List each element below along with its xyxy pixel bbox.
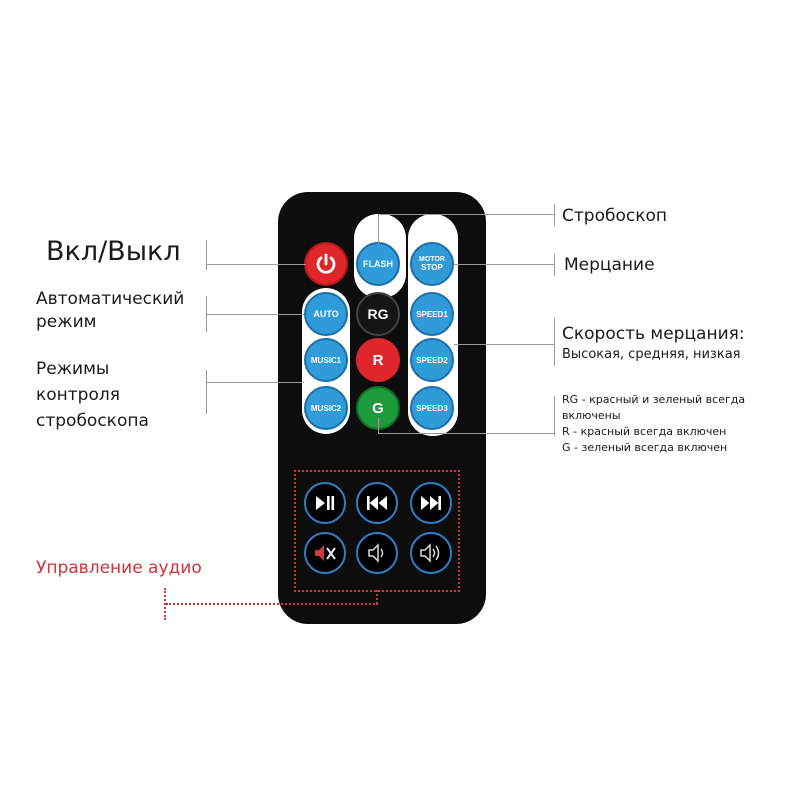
color-legend-rg-cont: включены <box>562 409 621 422</box>
volume-down-button[interactable] <box>356 532 398 574</box>
strobe-leader-v <box>378 214 379 244</box>
auto-mode-label-line2: режим <box>36 312 97 332</box>
strobe-modes-label: Режимы контроля стробоскопа <box>36 356 149 434</box>
speed3-button[interactable]: SPEED3 <box>410 386 454 430</box>
auto-mode-label-line1: Автоматический <box>36 289 185 309</box>
power-leader-tick <box>206 240 207 270</box>
g-button-label: G <box>372 399 384 417</box>
power-icon <box>316 253 336 274</box>
previous-track-icon <box>367 496 387 510</box>
motor-stop-button[interactable]: MOTOR STOP <box>410 242 454 286</box>
strobe-modes-label-line2: контроля <box>36 385 120 405</box>
audio-leader-h <box>166 603 378 605</box>
flash-button[interactable]: FLASH <box>356 242 400 286</box>
previous-track-button[interactable] <box>356 482 398 524</box>
speed1-button[interactable]: SPEED1 <box>410 292 454 336</box>
audio-leader-tick <box>164 588 166 620</box>
r-button-label: R <box>372 351 384 369</box>
mute-button[interactable] <box>304 532 346 574</box>
speed2-button[interactable]: SPEED2 <box>410 338 454 382</box>
strobe-leader-tick <box>554 204 555 226</box>
speed1-button-label: SPEED1 <box>416 309 448 319</box>
flicker-leader-h <box>454 264 554 265</box>
strobe-leader-h <box>378 214 554 215</box>
next-track-icon <box>421 496 441 510</box>
color-leader-tick <box>554 396 555 436</box>
speed-leader-h <box>454 344 554 345</box>
auto-mode-label: Автоматический режим <box>36 288 184 334</box>
strobe-modes-label-line1: Режимы <box>36 359 110 379</box>
power-button[interactable] <box>304 242 348 286</box>
volume-up-button[interactable] <box>410 532 452 574</box>
motor-stop-label-line1: MOTOR <box>419 256 445 263</box>
volume-down-icon <box>368 543 384 563</box>
music1-button-label: MUSIC1 <box>310 355 342 365</box>
auto-leader-h <box>206 314 304 315</box>
strobe-modes-label-line3: стробоскопа <box>36 411 149 431</box>
r-button[interactable]: R <box>356 338 400 382</box>
rg-button-label: RG <box>367 306 389 322</box>
speed-label-values: Высокая, средняя, низкая <box>562 347 741 362</box>
auto-leader-tick <box>206 296 207 332</box>
modes-leader-h <box>206 382 304 383</box>
speed-label: Скорость мерцания: Высокая, средняя, низ… <box>562 322 745 364</box>
mute-icon <box>315 545 336 561</box>
strobe-label: Стробоскоп <box>562 206 667 226</box>
color-legend: RG - красный и зеленый всегда включены R… <box>562 392 745 456</box>
audio-leader-v <box>376 590 378 604</box>
play-pause-button[interactable] <box>304 482 346 524</box>
speed-leader-tick <box>554 318 555 366</box>
auto-button-label: AUTO <box>313 308 339 319</box>
auto-button[interactable]: AUTO <box>304 292 348 336</box>
power-label: Вкл/Выкл <box>46 236 181 267</box>
flicker-leader-tick <box>554 254 555 276</box>
g-button[interactable]: G <box>356 386 400 430</box>
audio-control-label: Управление аудио <box>36 558 202 578</box>
rg-button[interactable]: RG <box>356 292 400 336</box>
music2-button[interactable]: MUSIC2 <box>304 386 348 430</box>
color-legend-rg: RG - красный и зеленый всегда <box>562 393 746 406</box>
color-legend-g: G - зеленый всегда включен <box>562 441 728 454</box>
music1-button[interactable]: MUSIC1 <box>304 338 348 382</box>
color-leader-h <box>378 433 554 434</box>
color-leader-v <box>378 418 379 434</box>
color-legend-r: R - красный всегда включен <box>562 425 727 438</box>
power-leader-h <box>206 264 306 265</box>
speed3-button-label: SPEED3 <box>416 403 448 413</box>
motor-stop-label-line2: STOP <box>421 263 443 272</box>
speed2-button-label: SPEED2 <box>416 355 448 365</box>
music2-button-label: MUSIC2 <box>310 403 342 413</box>
flash-button-label: FLASH <box>363 258 393 269</box>
play-pause-icon <box>316 496 335 510</box>
volume-up-icon <box>420 543 440 563</box>
flicker-label: Мерцание <box>564 255 655 275</box>
modes-leader-tick <box>206 370 207 414</box>
next-track-button[interactable] <box>410 482 452 524</box>
speed-label-title: Скорость мерцания: <box>562 324 745 344</box>
